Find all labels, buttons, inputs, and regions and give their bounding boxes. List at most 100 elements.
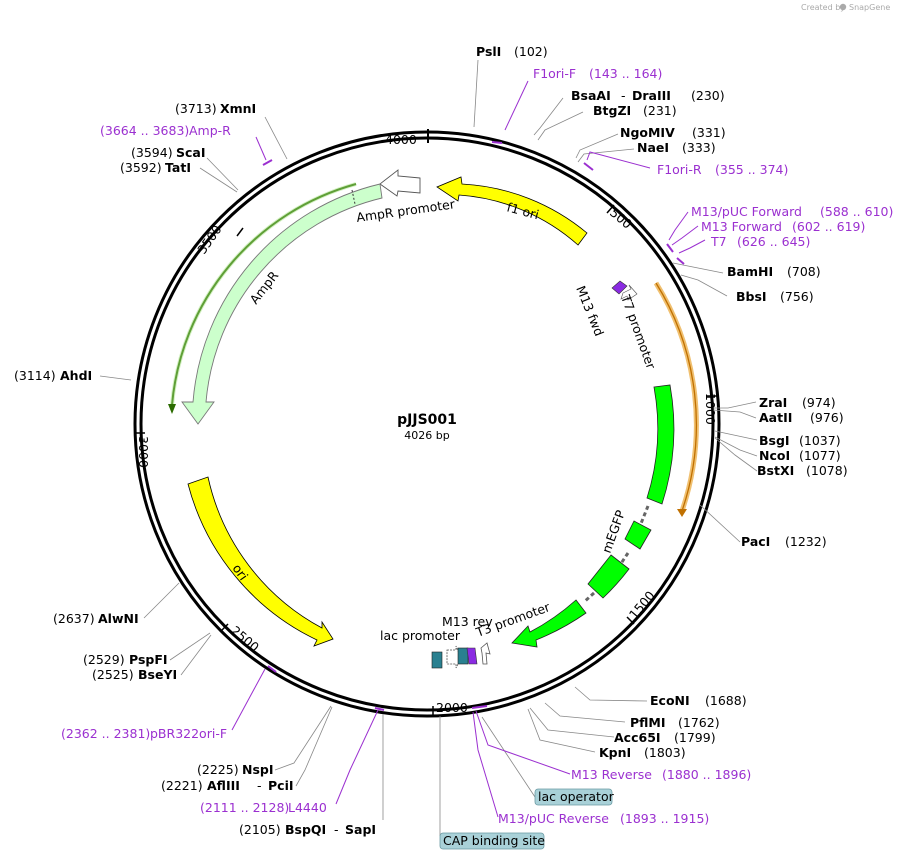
- primer-amp-r[interactable]: (3664 .. 3683) Amp-R: [100, 123, 231, 138]
- svg-text:(3592): (3592): [120, 160, 162, 175]
- lac-promoter-label: lac promoter: [380, 628, 461, 643]
- primer-m13-puc-reverse[interactable]: M13/pUC Reverse (1893 .. 1915): [498, 811, 709, 826]
- leader-lines: [99, 59, 758, 836]
- site-ngomiv[interactable]: NgoMIV (331): [620, 125, 726, 140]
- svg-text:SapI: SapI: [345, 822, 376, 837]
- svg-text:(2529): (2529): [83, 652, 125, 667]
- svg-text:AhdI: AhdI: [60, 368, 92, 383]
- svg-text:PciI: PciI: [268, 778, 294, 793]
- svg-text:(1688): (1688): [705, 693, 747, 708]
- svg-text:(1232): (1232): [785, 534, 827, 549]
- svg-text:Amp-R: Amp-R: [189, 123, 231, 138]
- svg-text:M13/pUC Reverse: M13/pUC Reverse: [498, 811, 609, 826]
- primer-m13-forward[interactable]: M13 Forward (602 .. 619): [701, 219, 865, 234]
- site-paci[interactable]: PacI (1232): [741, 534, 827, 549]
- svg-text:(1078): (1078): [806, 463, 848, 478]
- svg-text:NgoMIV: NgoMIV: [620, 125, 675, 140]
- svg-text:(1880 .. 1896): (1880 .. 1896): [662, 767, 751, 782]
- svg-text:PspFI: PspFI: [129, 652, 168, 667]
- site-xmni[interactable]: (3713) XmnI: [175, 101, 256, 116]
- svg-text:(626 .. 645): (626 .. 645): [737, 234, 810, 249]
- svg-text:(2111 .. 2128): (2111 .. 2128): [200, 800, 289, 815]
- orf-arc-arrowhead: [677, 509, 687, 517]
- svg-text:BseYI: BseYI: [138, 667, 177, 682]
- site-afliii-pcii[interactable]: (2221) AflIII - PciI: [161, 778, 294, 793]
- site-ahdi[interactable]: (3114) AhdI: [14, 368, 92, 383]
- site-econi[interactable]: EcoNI (1688): [650, 693, 747, 708]
- svg-text:(2225): (2225): [197, 762, 239, 777]
- svg-text:(1762): (1762): [678, 715, 720, 730]
- credit-brand: SnapGene: [849, 3, 890, 12]
- site-psli[interactable]: PslI (102): [476, 44, 548, 59]
- primer-lines: [231, 80, 706, 818]
- site-bseyi[interactable]: (2525) BseYI: [92, 667, 177, 682]
- primer-pbr322ori-f[interactable]: (2362 .. 2381) pBR322ori-F: [61, 726, 227, 741]
- tick-2500: 2500: [228, 623, 262, 655]
- svg-text:(230): (230): [691, 88, 725, 103]
- svg-text:(331): (331): [692, 125, 726, 140]
- plasmid-size: 4026 bp: [404, 429, 449, 442]
- site-bspqi-sapi[interactable]: (2105) BspQI - SapI: [239, 822, 376, 837]
- primer-m13-reverse[interactable]: M13 Reverse (1880 .. 1896): [571, 767, 751, 782]
- primer-f1ori-r[interactable]: F1ori-R (355 .. 374): [657, 162, 788, 177]
- cap-binding-site-marker: [431, 651, 443, 669]
- site-scai[interactable]: (3594) ScaI: [131, 145, 206, 160]
- svg-text:Acc65I: Acc65I: [614, 730, 661, 745]
- site-bamhi[interactable]: BamHI (708): [727, 264, 821, 279]
- tick-1000: 1000: [703, 393, 718, 425]
- primer-f1ori-f[interactable]: F1ori-F (143 .. 164): [533, 66, 662, 81]
- svg-text:(231): (231): [643, 103, 677, 118]
- megfp-label: mEGFP: [599, 508, 628, 555]
- site-acc65i[interactable]: Acc65I (1799): [614, 730, 716, 745]
- tick-1500: 1500: [626, 588, 658, 622]
- site-btgzi[interactable]: BtgZI (231): [593, 103, 677, 118]
- svg-text:BspQI: BspQI: [285, 822, 326, 837]
- site-alwni[interactable]: (2637) AlwNI: [53, 611, 139, 626]
- site-bbsi[interactable]: BbsI (756): [736, 289, 814, 304]
- svg-text:PslI: PslI: [476, 44, 501, 59]
- site-zrai[interactable]: ZraI (974): [759, 395, 836, 410]
- svg-text:NcoI: NcoI: [759, 448, 790, 463]
- primer-l4440[interactable]: (2111 .. 2128) L4440: [200, 800, 327, 815]
- svg-text:(1803): (1803): [644, 745, 686, 760]
- site-tati[interactable]: (3592) TatI: [120, 160, 191, 175]
- svg-text:PflMI: PflMI: [630, 715, 666, 730]
- svg-text:AflIII: AflIII: [207, 778, 240, 793]
- svg-text:BsaAI: BsaAI: [571, 88, 611, 103]
- primer-m13-puc-forward[interactable]: M13/pUC Forward (588 .. 610): [691, 204, 893, 219]
- site-pflmi[interactable]: PflMI (1762): [630, 715, 720, 730]
- site-pspfi[interactable]: (2529) PspFI: [83, 652, 168, 667]
- svg-text:PacI: PacI: [741, 534, 770, 549]
- svg-text:L4440: L4440: [288, 800, 327, 815]
- site-naei[interactable]: NaeI (333): [637, 140, 716, 155]
- svg-text:(333): (333): [682, 140, 716, 155]
- site-aatii[interactable]: AatII (976): [759, 410, 844, 425]
- svg-text:BamHI: BamHI: [727, 264, 773, 279]
- t7-promoter-label: T7 promoter: [618, 292, 659, 372]
- site-kpni[interactable]: KpnI (1803): [599, 745, 686, 760]
- svg-text:(974): (974): [802, 395, 836, 410]
- ori-arrow: [187, 476, 334, 647]
- site-nspi[interactable]: (2225) NspI: [197, 762, 274, 777]
- svg-text:BbsI: BbsI: [736, 289, 767, 304]
- svg-text:pBR322ori-F: pBR322ori-F: [150, 726, 227, 741]
- svg-text:(3114): (3114): [14, 368, 56, 383]
- svg-text:(2525): (2525): [92, 667, 134, 682]
- site-bsgi[interactable]: BsgI (1037): [759, 433, 841, 448]
- lac-operator-box[interactable]: lac operator: [534, 788, 615, 806]
- m13-fwd-marker: [611, 280, 628, 295]
- site-ncoi[interactable]: NcoI (1077): [759, 448, 841, 463]
- cap-binding-site-box[interactable]: CAP binding site: [439, 832, 545, 850]
- site-bstxi[interactable]: BstXI (1078): [757, 463, 848, 478]
- svg-text:-: -: [621, 88, 626, 103]
- svg-text:M13 Reverse: M13 Reverse: [571, 767, 652, 782]
- svg-text:(2105): (2105): [239, 822, 281, 837]
- svg-text:(1799): (1799): [674, 730, 716, 745]
- svg-text:(2362 .. 2381): (2362 .. 2381): [61, 726, 150, 741]
- site-bsaai-draiii[interactable]: BsaAI - DraIII (230): [571, 88, 725, 103]
- tick-3000: 3000: [136, 436, 151, 468]
- primer-t7[interactable]: T7 (626 .. 645): [710, 234, 810, 249]
- t7-promoter-arrow: [620, 284, 638, 301]
